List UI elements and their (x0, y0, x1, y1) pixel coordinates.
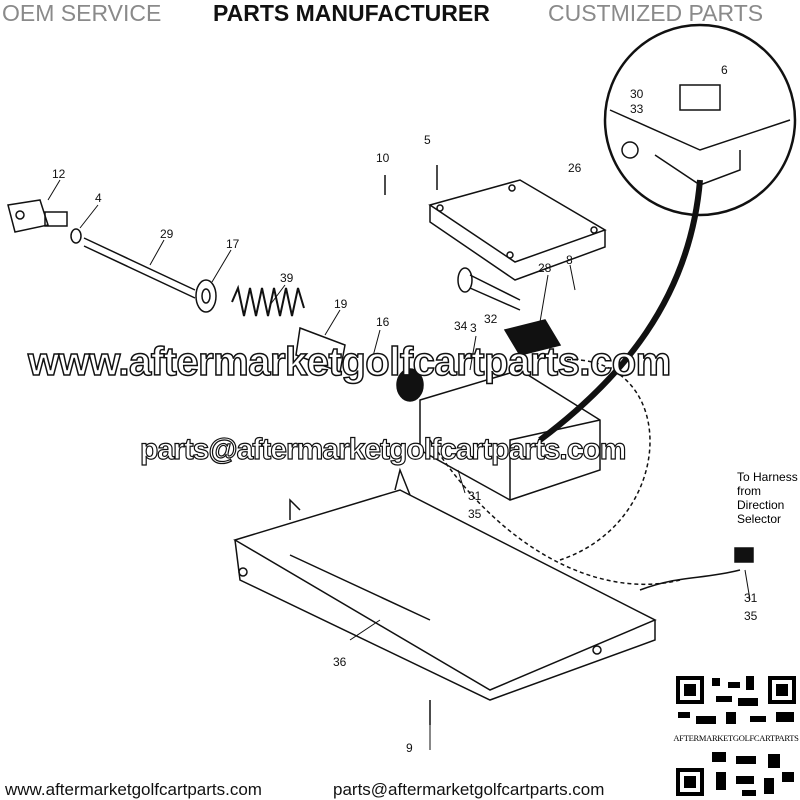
email-watermark: parts@aftermarketgolfcartparts.com (139, 432, 627, 466)
knob-16 (396, 368, 424, 402)
switch-28 (503, 319, 562, 356)
header-banner: OEM SERVICE PARTS MANUFACTURER CUSTMIZED… (0, 0, 800, 28)
base-bracket-36 (233, 467, 657, 701)
callout-10: 10 (376, 151, 390, 165)
header-oem-service: OEM SERVICE (2, 0, 162, 26)
callout-28: 28 (538, 261, 552, 275)
callout-19: 19 (334, 297, 348, 311)
callout-31-box: 31 (468, 489, 482, 503)
harness-note-line: from (737, 484, 761, 498)
callout-4: 4 (95, 191, 102, 205)
header-customized-parts: CUSTMIZED PARTS (548, 0, 764, 26)
cover-26 (428, 179, 607, 281)
clevis-12 (7, 199, 68, 233)
header-parts-manufacturer: PARTS MANUFACTURER (213, 0, 490, 26)
callout-33: 33 (630, 102, 644, 116)
callout-12: 12 (52, 167, 66, 181)
callout-16: 16 (376, 315, 390, 329)
shaft-32 (457, 267, 521, 311)
washer-17 (195, 279, 217, 313)
rod-29 (83, 237, 196, 299)
callout-3: 3 (470, 321, 477, 335)
website-watermark: www.aftermarketgolfcartparts.com (27, 339, 672, 385)
callout-9: 9 (406, 741, 413, 755)
callout-32: 32 (484, 312, 498, 326)
footer-email-link[interactable]: parts@aftermarketgolfcartparts.com (333, 780, 605, 799)
footer-website-link[interactable]: www.aftermarketgolfcartparts.com (5, 780, 262, 799)
qr-caption: AFTERMARKETGOLFCARTPARTS (672, 733, 800, 743)
nut-4 (70, 228, 82, 244)
callout-5: 5 (424, 133, 431, 147)
callout-17: 17 (226, 237, 240, 251)
harness-note-line: To Harness (737, 470, 798, 484)
harness-note: To Harness from Direction Selector (737, 470, 798, 526)
callout-35-box: 35 (468, 507, 482, 521)
callout-6: 6 (721, 63, 728, 77)
harness-note-line: Direction (737, 498, 785, 512)
callout-30: 30 (630, 87, 644, 101)
callout-29: 29 (160, 227, 174, 241)
callout-8: 8 (566, 253, 573, 267)
callout-26: 26 (568, 161, 582, 175)
callout-31-harness: 31 (744, 591, 758, 605)
harness-connector (639, 547, 754, 591)
leader-lines (47, 179, 751, 750)
callout-36: 36 (333, 655, 347, 669)
callout-34: 34 (454, 319, 468, 333)
harness-note-line: Selector (737, 512, 782, 526)
callout-35-harness: 35 (744, 609, 758, 623)
inset-leader (538, 179, 703, 443)
dashed-wire (429, 359, 681, 586)
inset-detail-drawing (609, 84, 791, 186)
spring-39 (231, 284, 305, 317)
callout-39: 39 (280, 271, 294, 285)
sleeve-19 (295, 326, 346, 374)
qr-code-pattern (676, 676, 796, 796)
detail-inset (603, 23, 797, 217)
switch-box (419, 369, 601, 501)
